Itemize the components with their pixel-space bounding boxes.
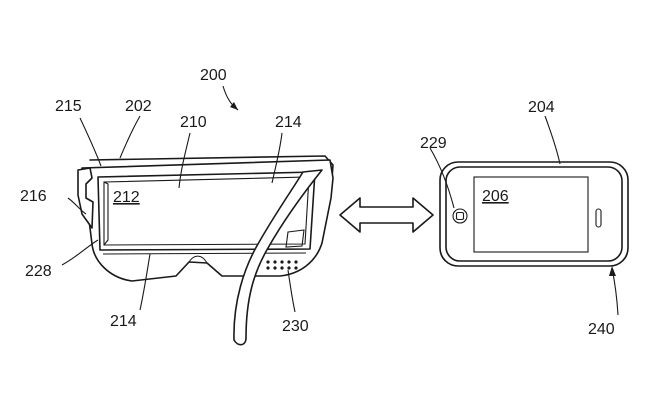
leader-lines: [61, 85, 619, 316]
home-button-icon: [452, 208, 468, 224]
label-230: 230: [282, 318, 309, 335]
label-215: 215: [55, 98, 82, 115]
headset-side-flap: [77, 167, 94, 229]
headset-body: [81, 159, 334, 282]
headset-strap: [233, 169, 323, 346]
nose-cut: [188, 255, 208, 264]
phone-earpiece: [595, 208, 602, 228]
headset: [77, 155, 334, 346]
label-212: 212: [113, 189, 140, 206]
label-240: 240: [588, 321, 615, 338]
inner-lip: [103, 181, 109, 246]
phone-case: [439, 161, 629, 267]
phone-screen: [473, 176, 589, 253]
label-214-top: 214: [275, 114, 302, 131]
display-window-inner: [103, 176, 310, 246]
speaker-grid: [266, 260, 298, 270]
label-229: 229: [420, 135, 447, 152]
label-206: 206: [482, 188, 509, 205]
label-228: 228: [25, 263, 52, 280]
label-216: 216: [20, 188, 47, 205]
headset-bottom-ridge: [99, 248, 311, 255]
double-arrow-icon: [339, 197, 434, 233]
label-210: 210: [180, 114, 207, 131]
label-214-bottom: 214: [110, 313, 137, 330]
label-200: 200: [200, 67, 227, 84]
connector-box: [285, 229, 305, 248]
phone: [439, 161, 629, 267]
label-202: 202: [125, 98, 152, 115]
label-204: 204: [528, 99, 555, 116]
phone-body: [445, 166, 623, 262]
reference-labels: 200 202 215 210 214 212 216 228 214 230 …: [20, 67, 615, 338]
